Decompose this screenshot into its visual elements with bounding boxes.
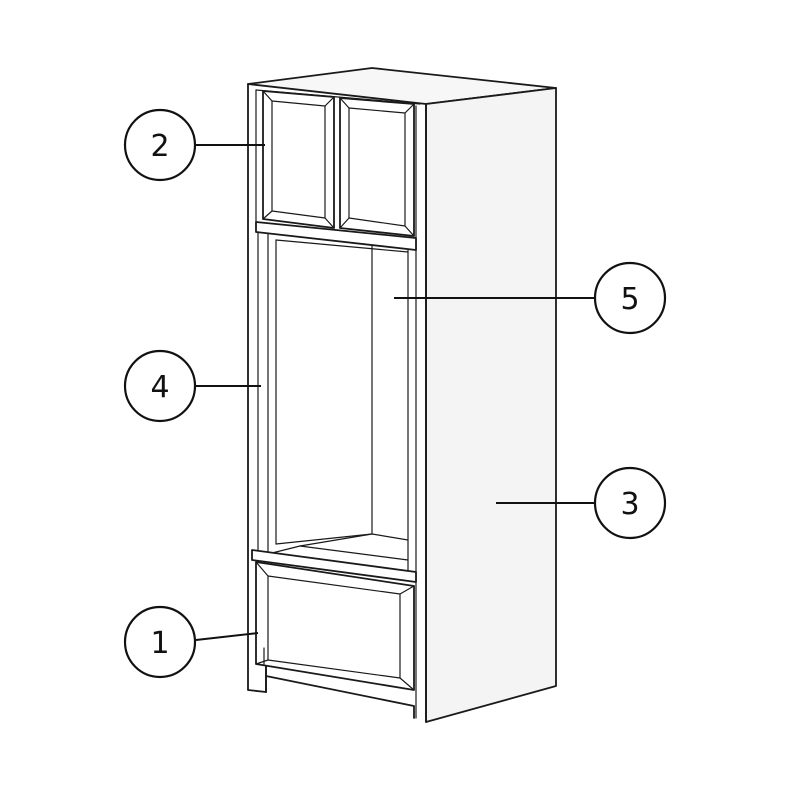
leader-lines	[195, 144, 594, 641]
cabinet-side-panel	[425, 87, 557, 723]
callout-1: 1	[123, 605, 197, 679]
oven-opening	[257, 231, 409, 577]
upper-doors	[262, 90, 415, 237]
lower-drawer	[251, 549, 417, 691]
callout-4: 4	[123, 349, 197, 423]
callout-5: 5	[593, 261, 667, 335]
callout-2: 2	[123, 108, 197, 182]
callout-label-2: 2	[150, 129, 169, 164]
leader-line-1	[195, 632, 259, 641]
callout-label-4: 4	[150, 370, 169, 405]
callout-label-3: 3	[620, 487, 639, 522]
callout-3: 3	[593, 466, 667, 540]
upper-rail	[255, 221, 417, 251]
callout-label-5: 5	[620, 282, 639, 317]
callout-label-1: 1	[150, 626, 169, 661]
